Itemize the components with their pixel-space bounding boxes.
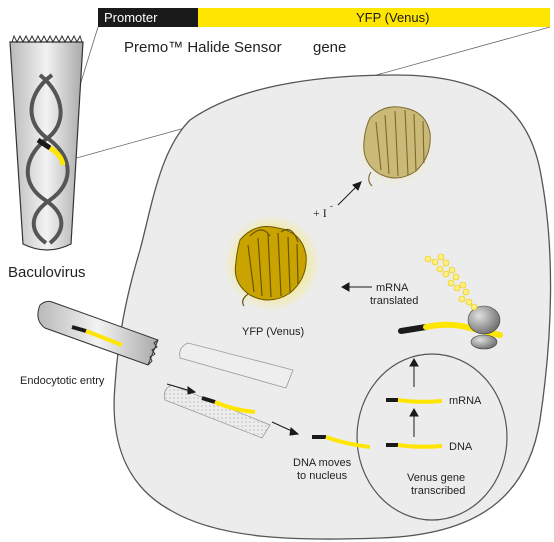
- dna-moves-label-1: DNA moves: [293, 457, 352, 469]
- endocytotic-entry-label: Endocytotic entry: [20, 375, 105, 387]
- venus-transcribed-label-2: transcribed: [411, 485, 465, 497]
- gene-caption-left: Premo™ Halide Sensor: [124, 39, 282, 56]
- mrna-label: mRNA: [449, 395, 482, 407]
- dna-moves-label-2: to nucleus: [297, 470, 348, 482]
- mrna-translated-label-2: translated: [370, 295, 418, 307]
- baculovirus-label: Baculovirus: [8, 264, 86, 281]
- mrna-translated-label-1: mRNA: [376, 282, 409, 294]
- ribosome-small: [471, 335, 497, 349]
- iodide-label: + I: [313, 206, 327, 220]
- iodide-superscript: -: [330, 201, 333, 211]
- promoter-label: Promoter: [104, 10, 158, 25]
- baculovirus: Baculovirus: [8, 36, 86, 281]
- gene-caption-right: gene: [313, 39, 346, 56]
- dna-label: DNA: [449, 441, 473, 453]
- venus-transcribed-label-1: Venus gene: [407, 472, 465, 484]
- gene-bar: Promoter YFP (Venus) Premo™ Halide Senso…: [98, 8, 550, 56]
- yfp-protein-label: YFP (Venus): [242, 326, 304, 338]
- yfp-label: YFP (Venus): [356, 10, 429, 25]
- ribosome-large: [468, 306, 500, 334]
